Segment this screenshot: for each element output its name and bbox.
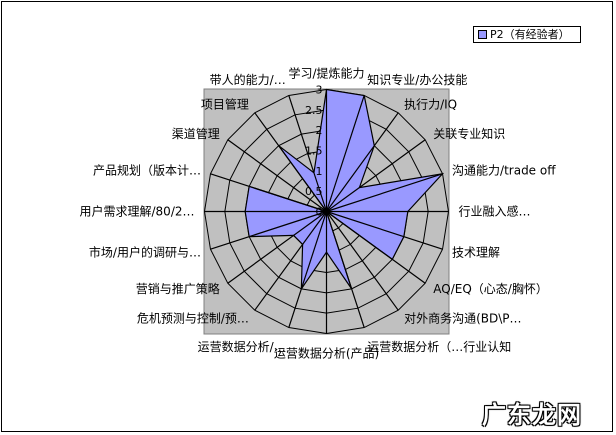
category-label: 执行力/IQ bbox=[404, 98, 457, 112]
radial-tick-label: 0.5 bbox=[305, 185, 323, 198]
radial-tick-label: 1.5 bbox=[305, 145, 323, 158]
axis-spoke bbox=[210, 173, 327, 213]
radial-tick-label: 2.5 bbox=[305, 104, 323, 117]
category-label: 对外商务沟通(BD\P… bbox=[404, 310, 521, 325]
category-label: 项目管理 bbox=[201, 97, 249, 112]
radial-tick-label: 0 bbox=[316, 206, 323, 219]
axis-spoke bbox=[254, 112, 327, 212]
chart-legend: P2（有经验者） bbox=[473, 26, 581, 43]
axis-spoke bbox=[210, 210, 327, 250]
category-label: 带人的能力/… bbox=[210, 72, 286, 87]
category-label: 学习/提炼能力 bbox=[288, 66, 364, 81]
category-label: 行业融入感… bbox=[459, 204, 531, 219]
axis-spoke bbox=[326, 112, 399, 212]
axis-spoke bbox=[326, 210, 443, 250]
watermark-text: 广东龙网 bbox=[482, 401, 582, 429]
axis-spoke bbox=[325, 95, 365, 212]
axis-spoke bbox=[288, 95, 328, 212]
axis-spoke bbox=[325, 211, 365, 328]
radial-tick-label: 2 bbox=[316, 124, 323, 137]
category-label: 营销与推广策略 bbox=[136, 281, 220, 296]
category-label: 技术理解 bbox=[452, 245, 500, 259]
category-label: 知识专业/办公技能 bbox=[367, 72, 467, 87]
category-label: 危机预测与控制/预… bbox=[137, 311, 249, 325]
category-label: 运营数据分析/… bbox=[198, 339, 286, 354]
legend-swatch bbox=[478, 30, 487, 39]
axis-spoke bbox=[227, 211, 327, 284]
axis-spoke bbox=[326, 139, 426, 212]
axis-spoke bbox=[254, 211, 327, 311]
category-label: 运营数据分析（…行业认知 bbox=[367, 339, 511, 354]
axis-spoke bbox=[227, 139, 327, 212]
category-label: 沟通能力/trade off bbox=[452, 164, 556, 178]
axis-spoke bbox=[288, 211, 328, 328]
category-label: 产品规划（版本计… bbox=[93, 163, 201, 178]
category-label: 运营数据分析(产品) bbox=[274, 346, 379, 361]
category-label: AQ/EQ（心态/胸怀） bbox=[433, 281, 548, 296]
radial-tick-label: 3 bbox=[316, 84, 323, 97]
category-label: 用户需求理解/80/2… bbox=[80, 204, 195, 219]
radial-tick-label: 1 bbox=[316, 165, 323, 178]
category-label: 市场/用户的调研与… bbox=[89, 244, 201, 259]
category-label: 渠道管理 bbox=[172, 126, 220, 141]
category-label: 关联专业知识 bbox=[433, 126, 505, 141]
axis-spoke bbox=[326, 211, 399, 311]
axis-spoke bbox=[326, 211, 426, 284]
axis-spoke bbox=[326, 173, 443, 213]
legend-label: P2（有经验者） bbox=[490, 28, 570, 41]
